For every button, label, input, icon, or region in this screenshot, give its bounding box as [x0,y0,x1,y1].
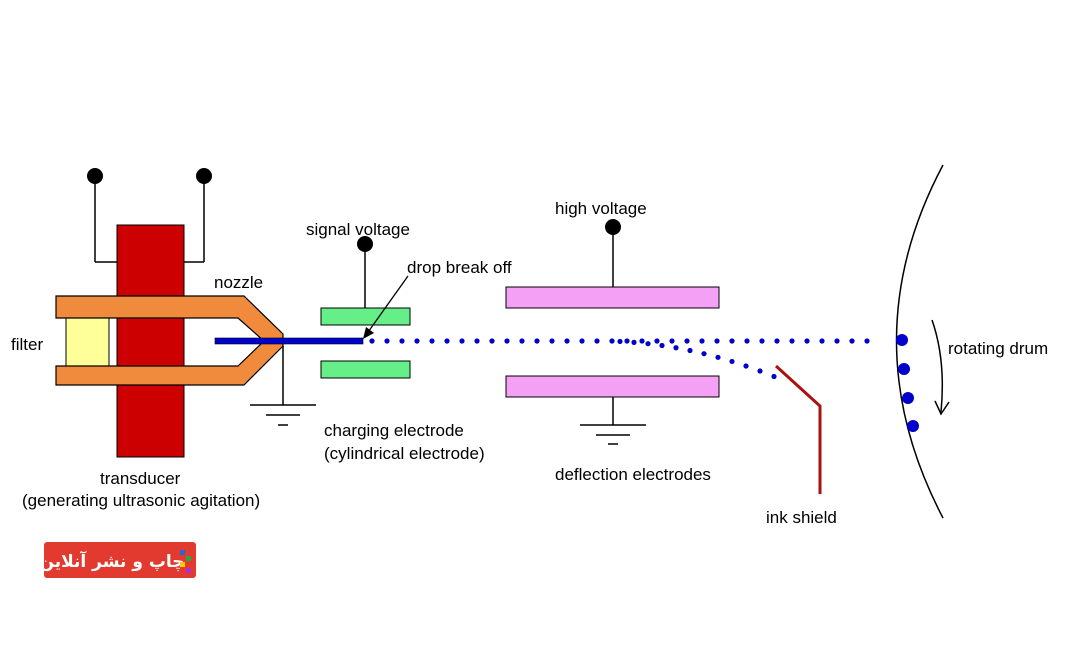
ink-drop-deflected [701,351,707,357]
filter-block [65,317,110,367]
ink-drop [774,338,780,344]
ink-drop [639,338,645,344]
charging-electrode-bottom [320,360,411,379]
charging-electrode [320,236,411,379]
ink-drop [819,338,825,344]
ink-drop [594,338,600,344]
signal-terminal-dot [357,236,373,252]
label-deflection-electrodes: deflection electrodes [555,465,711,484]
ink-drop-deflected [617,338,623,345]
ink-drop [669,338,675,344]
ink-drop-deflected [729,358,735,365]
ink-drop-deflected [757,368,763,374]
ink-drop [474,338,480,344]
ink-drop [804,338,810,344]
ink-drop [384,338,390,344]
ink-drop [534,338,540,344]
ink-drop [624,338,630,344]
rotation-arrow [931,319,950,416]
ink-drop [654,338,660,344]
ink-drop [549,338,555,344]
ink-shield [774,364,822,494]
ink-drop [834,338,840,344]
ink-drop-deflected [631,339,637,345]
label-transducer-note: (generating ultrasonic agitation) [22,491,260,510]
watermark-text: چاپ و نشر آنلاین [39,550,184,572]
transducer [87,168,212,458]
label-charging-electrode-note: (cylindrical electrode) [324,444,485,463]
ink-drop-deflected [715,354,721,360]
ink-drop [699,338,705,344]
watermark-logo: چاپ و نشر آنلاین [39,542,196,578]
drum-printed-dots [896,334,919,432]
nozzle-ground [250,346,316,426]
ink-drop [399,338,405,344]
charging-electrode-top [320,307,411,326]
ink-drop [564,338,570,344]
terminal-dot-right [196,168,212,184]
drop-break-off-arrow [363,275,409,339]
transducer-block [116,224,185,458]
ink-drop [609,338,615,344]
label-high-voltage: high voltage [555,199,647,218]
terminal-dot-left [87,168,103,184]
ink-drop [459,338,465,344]
ink-drop [429,338,435,344]
label-rotating-drum: rotating drum [948,339,1048,358]
ink-drop-deflected [673,345,679,351]
ink-drop-deflected [687,347,693,354]
deflected-drops [617,338,777,380]
ink-drop [744,338,750,344]
ink-drop [504,338,510,344]
deflection-electrode-bottom [505,375,720,398]
ink-drop [414,338,420,344]
undeflected-drops [369,338,870,344]
ink-drop [729,338,735,344]
ink-drop-deflected [659,342,665,349]
ink-jet-stream [214,337,364,345]
deflection-electrode-top [505,286,720,309]
label-filter: filter [11,335,43,354]
ink-drop [489,338,495,344]
ink-drop [714,338,720,344]
label-signal-voltage: signal voltage [306,220,410,239]
ink-drop [684,338,690,344]
label-drop-break-off: drop break off [407,258,512,277]
nozzle-body [55,295,284,386]
ink-drop [519,338,525,344]
ink-drop-deflected [645,341,651,347]
label-charging-electrode: charging electrode [324,421,464,440]
ink-drop [579,338,585,344]
label-ink-shield: ink shield [766,508,837,527]
deflection-electrodes [505,219,720,445]
ink-drop [864,338,870,344]
ink-drop [789,338,795,344]
ink-drop [759,338,765,344]
ink-drop [369,338,375,344]
label-transducer: transducer [100,469,181,488]
ink-drop-deflected [743,363,749,369]
ink-drop [849,338,855,344]
ink-drop-deflected [771,373,777,380]
label-nozzle: nozzle [214,273,263,292]
ink-drop [444,338,450,344]
high-voltage-terminal-dot [605,219,621,235]
